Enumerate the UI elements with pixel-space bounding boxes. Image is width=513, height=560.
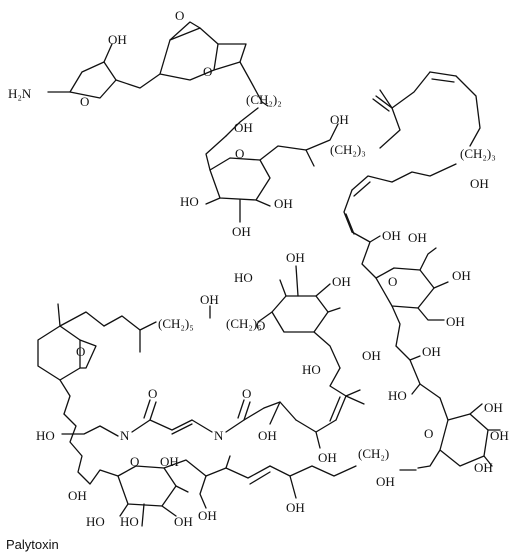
label-oh: OH [484,400,503,415]
label-oh: OH [332,274,351,289]
label-oh: OH [286,250,305,265]
diene-top-right [372,71,481,149]
thf-ring-top [47,43,161,99]
label-oh: OH [108,32,127,47]
pyranose-ring-center [271,265,341,369]
label-o: O [388,274,397,289]
label-n: N [120,428,130,443]
label-ch2-5-left: (CH₂)₅ [158,316,194,331]
label-oh: OH [408,230,427,245]
label-oh: OH [234,120,253,135]
label-o: O [76,344,85,359]
label-o: O [175,8,184,23]
label-ch2-3: (CH₂)₃ [330,142,366,157]
label-ho: HO [302,362,321,377]
pyranose-ring-bottom [117,459,207,527]
label-oh: OH [232,224,251,239]
label-ch2-3: (CH₂)₃ [460,146,496,161]
label-h2n: H₂N [8,86,32,101]
label-oh: OH [362,348,381,363]
molecule-caption: Palytoxin [6,537,59,552]
label-ch2-bottom: (CH₂) [358,446,389,461]
label-oh: OH [286,500,305,515]
label-ho: HO [388,388,407,403]
pyranose-ring-top [205,145,315,223]
label-o: O [148,386,157,401]
label-ch2-5-right: (CH₂)₅ [226,316,262,331]
label-oh: OH [376,474,395,489]
label-oh: OH [198,508,217,523]
pyranose-ring-bottom-right [417,403,501,469]
label-oh: OH [274,196,293,211]
label-oh: OH [490,428,509,443]
label-ho: HO [36,428,55,443]
label-oh: OH [200,292,219,307]
label-oh: OH [422,344,441,359]
pyranose-ring-right [375,247,449,347]
label-oh: OH [174,514,193,529]
label-o: O [203,64,212,79]
label-ho: HO [234,270,253,285]
label-oh: OH [470,176,489,191]
label-oh: OH [330,112,349,127]
bicyclic-ether-left [37,303,105,415]
label-ho: HO [120,514,139,529]
label-ho: HO [86,514,105,529]
label-ch2-2: (CH₂)₂ [246,92,282,107]
label-oh: OH [318,450,337,465]
label-n: N [214,428,224,443]
label-o: O [130,454,139,469]
bicyclic-ketal-top [159,21,263,103]
label-o: O [80,94,89,109]
label-oh: OH [382,228,401,243]
label-oh: OH [446,314,465,329]
label-oh: OH [258,428,277,443]
label-o: O [242,386,251,401]
structure-svg: H₂N OH O O O (CH₂)₂ OH O HO OH OH OH (CH… [8,8,509,553]
label-oh: OH [452,268,471,283]
label-ho: HO [180,194,199,209]
label-oh: OH [160,454,179,469]
label-oh: OH [474,460,493,475]
label-o: O [256,318,265,333]
label-o: O [424,426,433,441]
label-o: O [235,146,244,161]
label-oh: OH [68,488,87,503]
